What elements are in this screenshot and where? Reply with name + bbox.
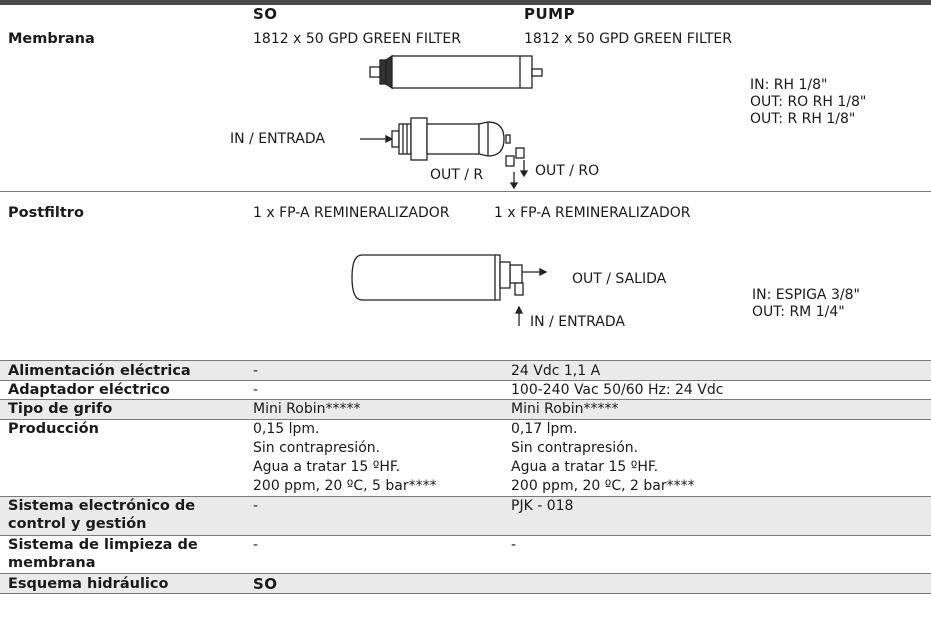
membrana-note-1: IN: RH 1/8" [750,77,828,93]
alimentacion-pump-value: 24 Vdc 1,1 A [511,363,601,379]
row-band [0,361,931,380]
adaptador-pump-value: 100-240 Vac 50/60 Hz: 24 Vdc [511,382,724,398]
membrane-housing-icon [369,54,543,90]
produccion-so-line-3: Agua a tratar 15 ºHF. [253,459,401,475]
postfiltro-so-value: 1 x FP-A REMINERALIZADOR [253,205,450,221]
postfiltro-pump-value: 1 x FP-A REMINERALIZADOR [494,205,691,221]
produccion-pump-line-2: Sin contrapresión. [511,440,639,456]
produccion-label: Producción [8,421,99,437]
adaptador-so-value: - [253,382,259,398]
membrana-pump-value: 1812 x 50 GPD GREEN FILTER [524,31,732,47]
membrana-note-3: OUT: R RH 1/8" [750,111,856,127]
electronico-label-line-1: Sistema electrónico de [8,498,196,514]
limpieza-pump-value: - [511,537,517,553]
membrana-so-value: 1812 x 50 GPD GREEN FILTER [253,31,461,47]
postfiltro-label: Postfiltro [8,205,84,221]
produccion-pump-line-3: Agua a tratar 15 ºHF. [511,459,659,475]
divider [0,496,931,497]
membrana-label: Membrana [8,31,95,47]
header-bar [0,0,931,5]
alimentacion-label: Alimentación eléctrica [8,363,191,379]
divider [0,380,931,381]
produccion-pump-line-4: 200 ppm, 20 ºC, 2 bar**** [511,478,695,494]
divider [0,360,931,361]
postfiltro-out-label: OUT / SALIDA [572,271,667,287]
produccion-so-line-4: 200 ppm, 20 ºC, 5 bar**** [253,478,437,494]
divider [0,419,931,420]
row-band [0,497,931,535]
electronico-label-line-2: control y gestión [8,516,147,532]
divider [0,593,931,594]
postfiltro-note-2: OUT: RM 1/4" [752,304,845,320]
postfiltro-in-label: IN / ENTRADA [530,314,625,330]
limpieza-label-line-2: membrana [8,555,96,571]
adaptador-label: Adaptador eléctrico [8,382,170,398]
row-band [0,400,931,419]
postfilter-cartridge-icon [351,254,548,326]
limpieza-so-value: - [253,537,259,553]
produccion-so-line-1: 0,15 lpm. [253,421,320,437]
produccion-pump-line-1: 0,17 lpm. [511,421,578,437]
membrana-out-r-label: OUT / R [430,167,484,183]
electronico-pump-value: PJK - 018 [511,498,574,514]
postfilter-diagram [351,254,548,326]
divider [0,191,931,192]
alimentacion-so-value: - [253,363,259,379]
grifo-label: Tipo de grifo [8,401,113,417]
esquema-so-value: SO [253,575,278,593]
membrana-in-label: IN / ENTRADA [230,131,325,147]
postfiltro-note-1: IN: ESPIGA 3/8" [752,287,860,303]
limpieza-label-line-1: Sistema de limpieza de [8,537,198,553]
divider [0,399,931,400]
divider [0,573,931,574]
esquema-label: Esquema hidráulico [8,576,169,592]
grifo-so-value: Mini Robin***** [253,401,361,417]
membrane-fitting-icon [360,117,529,190]
column-header-so: SO [253,5,278,23]
column-header-pump: PUMP [524,5,576,23]
grifo-pump-value: Mini Robin***** [511,401,619,417]
electronico-so-value: - [253,498,259,514]
row-band [0,574,931,593]
divider [0,535,931,536]
membrana-out-ro-label: OUT / RO [535,163,600,179]
membrana-note-2: OUT: RO RH 1/8" [750,94,867,110]
membrane-diagram [360,54,543,190]
produccion-so-line-2: Sin contrapresión. [253,440,381,456]
